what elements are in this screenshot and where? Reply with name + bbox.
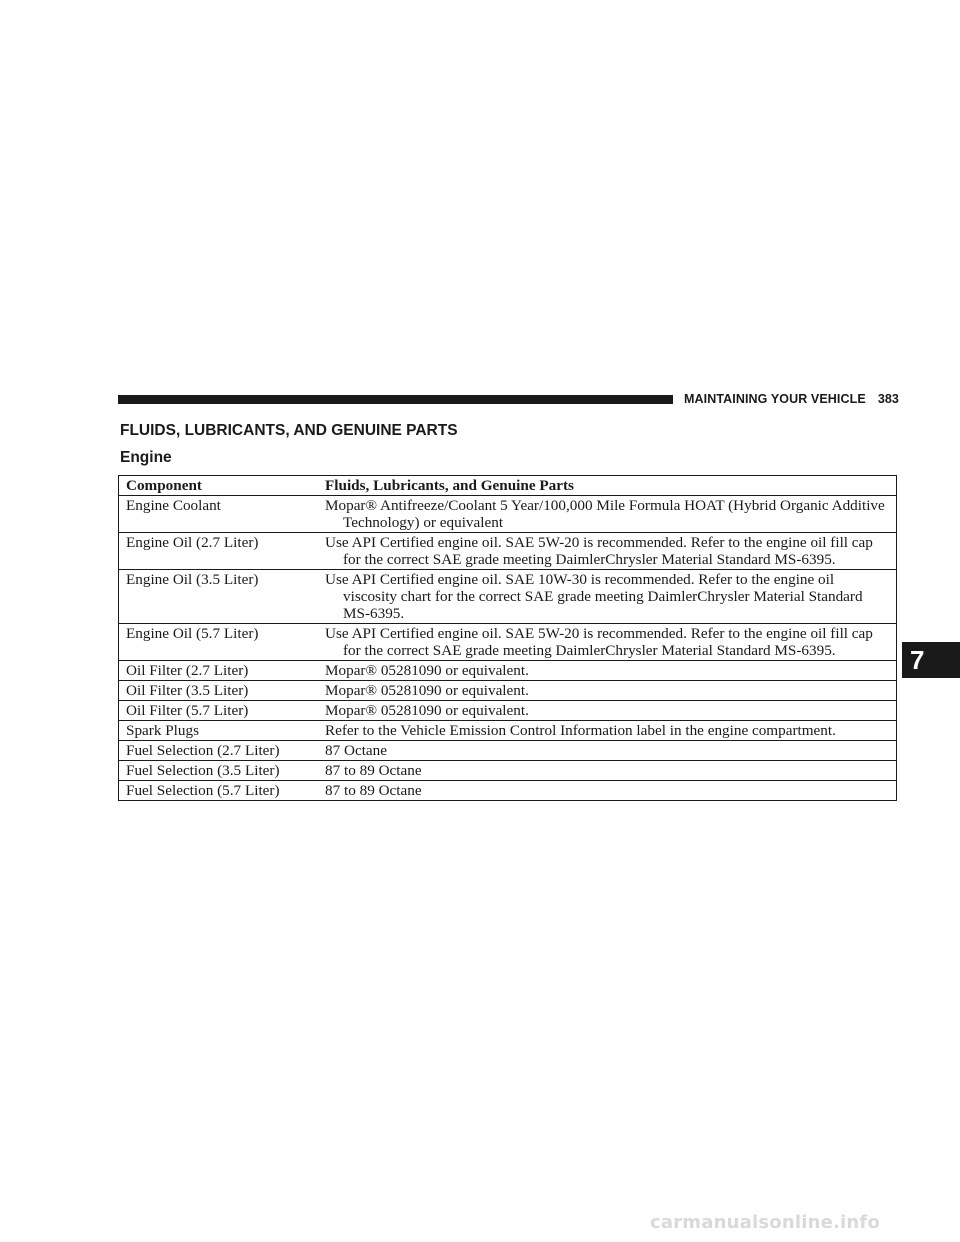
spec-text: Mopar® 05281090 or equivalent. — [325, 682, 529, 699]
spec-cell: Mopar® Antifreeze/Coolant 5 Year/100,000… — [324, 495, 897, 533]
spec-cell: Mopar® 05281090 or equivalent. — [324, 660, 897, 681]
table-row: Engine Oil (2.7 Liter) Use API Certified… — [118, 532, 897, 570]
component-cell: Engine Oil (2.7 Liter) — [118, 532, 324, 570]
spec-cell: 87 Octane — [324, 740, 897, 761]
component-cell: Fuel Selection (2.7 Liter) — [118, 740, 324, 761]
spec-text: Use API Certified engine oil. SAE 5W-20 … — [325, 534, 873, 568]
column-header-component: Component — [118, 475, 324, 496]
section-title: FLUIDS, LUBRICANTS, AND GENUINE PARTS — [120, 422, 458, 439]
page-number: 383 — [877, 392, 899, 406]
column-header-spec: Fluids, Lubricants, and Genuine Parts — [324, 475, 897, 496]
component-cell: Engine Oil (3.5 Liter) — [118, 569, 324, 624]
spec-cell: Mopar® 05281090 or equivalent. — [324, 680, 897, 701]
table-row: Engine Oil (5.7 Liter) Use API Certified… — [118, 623, 897, 661]
spec-text: 87 to 89 Octane — [325, 762, 422, 779]
spec-cell: Refer to the Vehicle Emission Control In… — [324, 720, 897, 741]
spec-text: Mopar® 05281090 or equivalent. — [325, 702, 529, 719]
spec-cell: Use API Certified engine oil. SAE 5W-20 … — [324, 623, 897, 661]
running-head: MAINTAINING YOUR VEHICLE 383 — [684, 392, 899, 406]
spec-text: 87 Octane — [325, 742, 387, 759]
table-row: Fuel Selection (2.7 Liter) 87 Octane — [118, 740, 897, 761]
watermark: carmanualsonline.info — [650, 1212, 881, 1233]
component-cell: Spark Plugs — [118, 720, 324, 741]
fluids-table: Component Fluids, Lubricants, and Genuin… — [118, 475, 897, 801]
table-row: Oil Filter (5.7 Liter) Mopar® 05281090 o… — [118, 700, 897, 721]
spec-text: Use API Certified engine oil. SAE 10W-30… — [325, 571, 863, 622]
spec-text: Mopar® 05281090 or equivalent. — [325, 662, 529, 679]
spec-cell: Mopar® 05281090 or equivalent. — [324, 700, 897, 721]
spec-text: Mopar® Antifreeze/Coolant 5 Year/100,000… — [325, 497, 885, 531]
component-cell: Engine Oil (5.7 Liter) — [118, 623, 324, 661]
table-body: Engine Coolant Mopar® Antifreeze/Coolant… — [118, 495, 897, 801]
component-cell: Fuel Selection (5.7 Liter) — [118, 780, 324, 801]
spec-cell: 87 to 89 Octane — [324, 780, 897, 801]
spec-cell: Use API Certified engine oil. SAE 5W-20 … — [324, 532, 897, 570]
spec-cell: Use API Certified engine oil. SAE 10W-30… — [324, 569, 897, 624]
subsection-title: Engine — [120, 449, 172, 466]
table-row: Engine Coolant Mopar® Antifreeze/Coolant… — [118, 495, 897, 533]
table-row: Oil Filter (3.5 Liter) Mopar® 05281090 o… — [118, 680, 897, 701]
header-rule — [118, 395, 673, 404]
spec-cell: 87 to 89 Octane — [324, 760, 897, 781]
table-row: Engine Oil (3.5 Liter) Use API Certified… — [118, 569, 897, 624]
spec-text: 87 to 89 Octane — [325, 782, 422, 799]
table-row: Fuel Selection (5.7 Liter) 87 to 89 Octa… — [118, 780, 897, 801]
component-cell: Engine Coolant — [118, 495, 324, 533]
table-row: Oil Filter (2.7 Liter) Mopar® 05281090 o… — [118, 660, 897, 681]
table-row: Spark Plugs Refer to the Vehicle Emissio… — [118, 720, 897, 741]
table-row: Fuel Selection (3.5 Liter) 87 to 89 Octa… — [118, 760, 897, 781]
component-cell: Oil Filter (2.7 Liter) — [118, 660, 324, 681]
spec-text: Use API Certified engine oil. SAE 5W-20 … — [325, 625, 873, 659]
component-cell: Oil Filter (5.7 Liter) — [118, 700, 324, 721]
spec-text: Refer to the Vehicle Emission Control In… — [325, 722, 836, 739]
chapter-tab: 7 — [902, 642, 960, 678]
component-cell: Oil Filter (3.5 Liter) — [118, 680, 324, 701]
component-cell: Fuel Selection (3.5 Liter) — [118, 760, 324, 781]
table-header-row: Component Fluids, Lubricants, and Genuin… — [118, 475, 897, 496]
running-head-title: MAINTAINING YOUR VEHICLE — [684, 392, 866, 406]
